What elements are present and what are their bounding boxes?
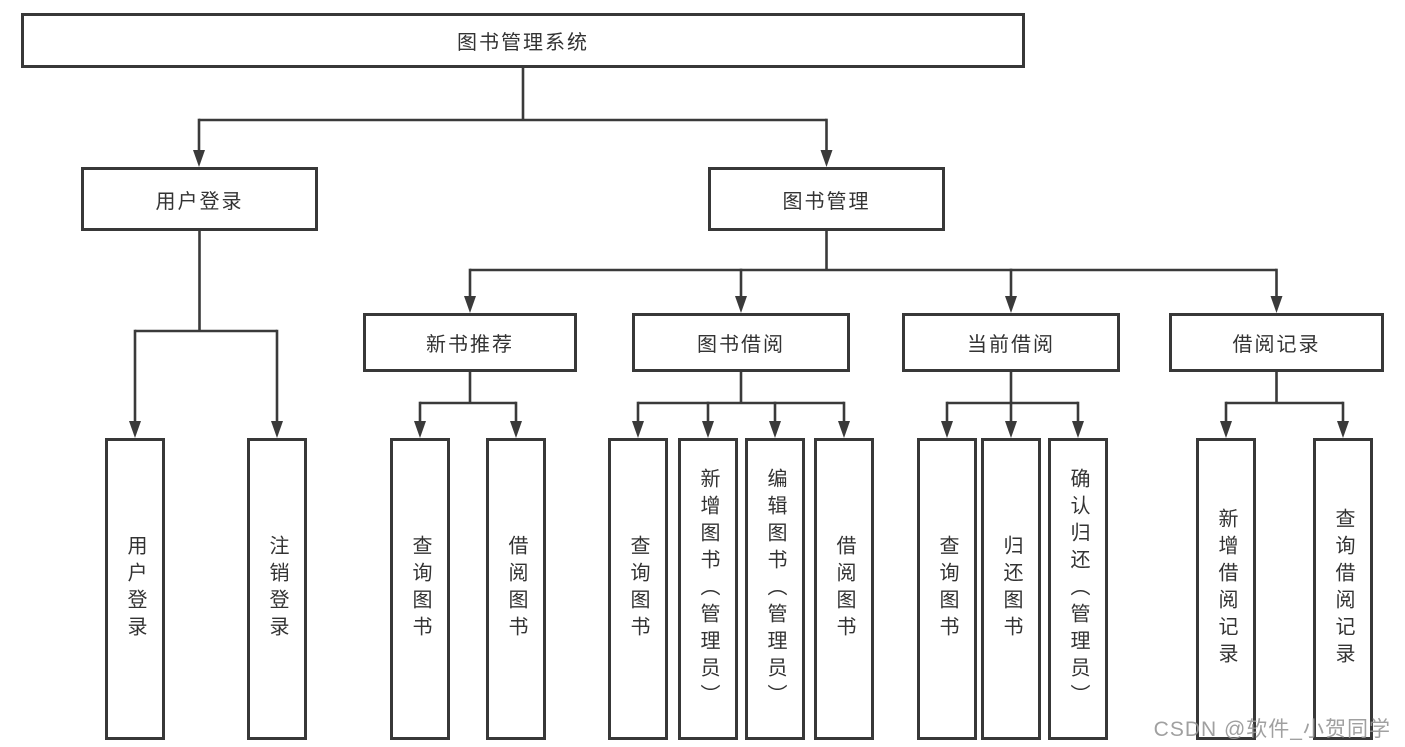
node-current-borrow: 当前借阅 (902, 313, 1120, 372)
node-borrow-records: 借阅记录 (1169, 313, 1384, 372)
leaf-label: 查询图书 (409, 535, 431, 643)
node-leaf-user-login: 用户登录 (105, 438, 165, 740)
leaf-label: 新增图书（管理员） (697, 467, 719, 711)
node-user-login: 用户登录 (81, 167, 318, 231)
node-leaf-query-books-current: 查询图书 (917, 438, 977, 740)
connector-book-management-children (464, 231, 1283, 313)
leaf-label: 归还图书 (1000, 535, 1022, 643)
node-leaf-logout: 注销登录 (247, 438, 307, 740)
node-leaf-query-borrow-record: 查询借阅记录 (1313, 438, 1373, 740)
leaf-label: 查询借阅记录 (1332, 508, 1354, 670)
node-leaf-query-books-recommend: 查询图书 (390, 438, 450, 740)
leaf-label: 查询图书 (936, 535, 958, 643)
node-book-management-system: 图书管理系统 (21, 13, 1025, 68)
csdn-watermark: CSDN @软件_小贺同学 (1153, 718, 1391, 741)
leaf-label: 注销登录 (266, 535, 288, 643)
leaf-label: 查询图书 (627, 535, 649, 643)
connector-user-login-children (129, 231, 283, 438)
connector-borrow-records-children (1220, 372, 1349, 438)
leaf-label: 用户登录 (124, 535, 146, 643)
leaf-label: 借阅图书 (505, 535, 527, 643)
node-leaf-add-borrow-record: 新增借阅记录 (1196, 438, 1256, 740)
node-leaf-borrow-books: 借阅图书 (814, 438, 874, 740)
node-book-management: 图书管理 (708, 167, 945, 231)
connector-root-to-level2 (193, 68, 833, 167)
node-leaf-add-book-admin: 新增图书（管理员） (678, 438, 738, 740)
leaf-label: 借阅图书 (833, 535, 855, 643)
connector-new-book-recommend-children (414, 372, 522, 438)
node-new-book-recommend: 新书推荐 (363, 313, 577, 372)
node-leaf-query-books-borrow: 查询图书 (608, 438, 668, 740)
leaf-label: 新增借阅记录 (1215, 508, 1237, 670)
node-leaf-return-book: 归还图书 (981, 438, 1041, 740)
leaf-label: 编辑图书（管理员） (764, 467, 786, 711)
node-leaf-confirm-return-admin: 确认归还（管理员） (1048, 438, 1108, 740)
node-leaf-borrow-books-recommend: 借阅图书 (486, 438, 546, 740)
connector-book-borrow-children (632, 372, 850, 438)
node-book-borrow: 图书借阅 (632, 313, 850, 372)
node-leaf-edit-book-admin: 编辑图书（管理员） (745, 438, 805, 740)
connector-current-borrow-children (941, 372, 1084, 438)
leaf-label: 确认归还（管理员） (1067, 467, 1089, 711)
